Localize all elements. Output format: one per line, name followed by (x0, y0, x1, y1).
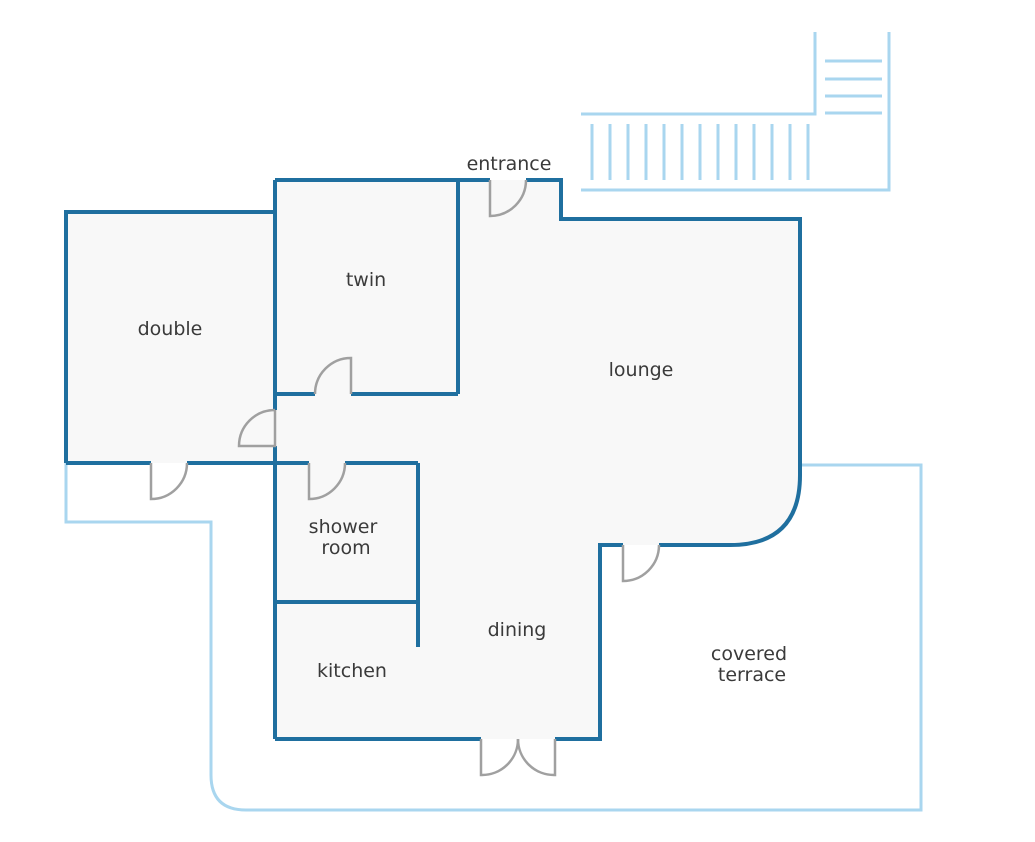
label-shower-room: shower room (309, 516, 384, 559)
label-covered-terrace-line1: covered (711, 643, 787, 665)
door-entrance (488, 179, 528, 218)
label-lounge: lounge (609, 359, 674, 381)
label-shower-room-line2: room (321, 537, 370, 559)
floor (66, 180, 800, 739)
label-covered-terrace: covered terrace (711, 643, 793, 686)
door-double-hall (237, 408, 277, 448)
terrace-outline (64, 463, 923, 812)
label-twin: twin (346, 269, 386, 291)
label-double: double (138, 318, 203, 340)
steps (581, 32, 891, 192)
door-dining-right (516, 738, 557, 777)
door-shower (307, 462, 347, 501)
door-terrace (621, 544, 661, 583)
door-double-bottom (149, 462, 189, 501)
doors (149, 179, 661, 777)
label-entrance: entrance (467, 153, 552, 175)
door-dining-left (479, 738, 520, 777)
walls (64, 178, 802, 741)
label-covered-terrace-line2: terrace (718, 664, 786, 686)
door-twin (313, 356, 353, 395)
label-kitchen: kitchen (317, 660, 387, 682)
label-dining: dining (488, 619, 547, 641)
label-shower-room-line1: shower (309, 516, 378, 538)
